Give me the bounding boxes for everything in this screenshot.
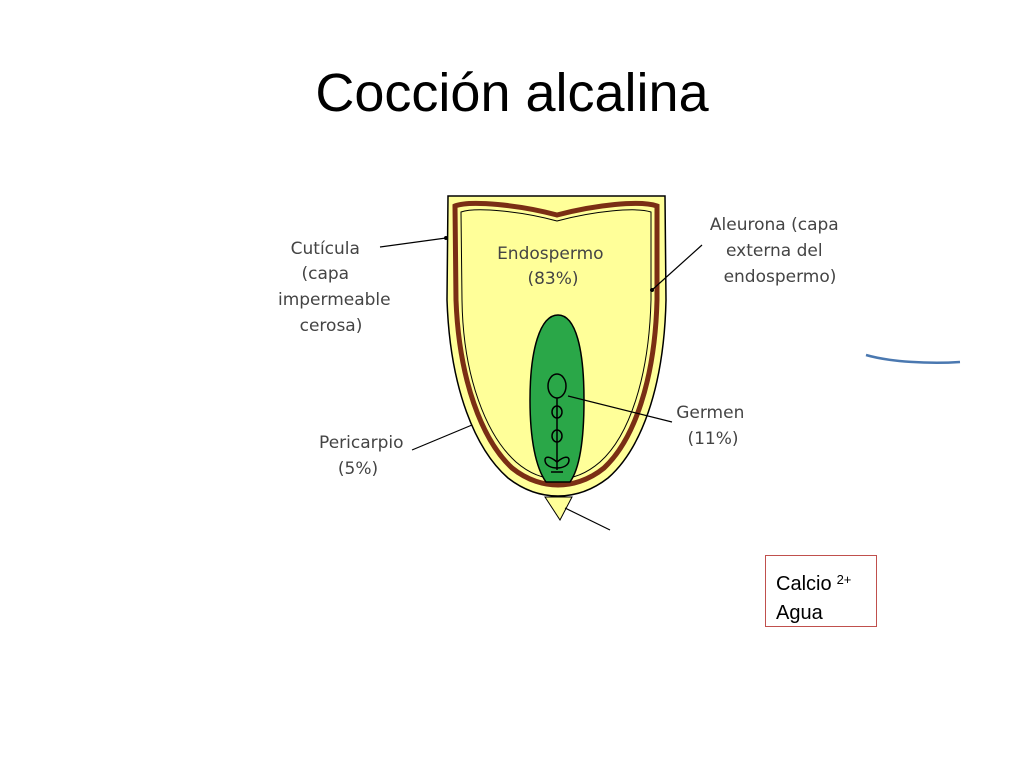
blue-arc (865, 353, 961, 364)
slide-title: Cocción alcalina (315, 63, 709, 123)
callout-line-agua: Agua (776, 602, 823, 624)
tip-cap (544, 496, 573, 521)
calcio-text: Calcio (776, 573, 832, 595)
label-cuticula: Cutícula (capa impermeable cerosa) (278, 239, 396, 336)
leader-lines (379, 237, 703, 531)
calcio-agua-callout: Calcio 2+ Agua (765, 555, 877, 627)
label-germen: Germen (11%) (676, 403, 750, 449)
calcio-charge: 2+ (836, 572, 852, 587)
label-aleurona: Aleurona (capa externa del endospermo) (710, 215, 844, 287)
callout-line-calcio: Calcio 2+ (776, 565, 876, 599)
aleurone-marker (650, 288, 654, 292)
cuticle-marker (444, 236, 448, 240)
pericarp-layer (452, 200, 660, 488)
label-endospermo: Endospermo (83%) (497, 244, 609, 289)
label-pericarpio: Pericarpio (5%) (319, 433, 409, 479)
embryo-axis (544, 373, 570, 473)
